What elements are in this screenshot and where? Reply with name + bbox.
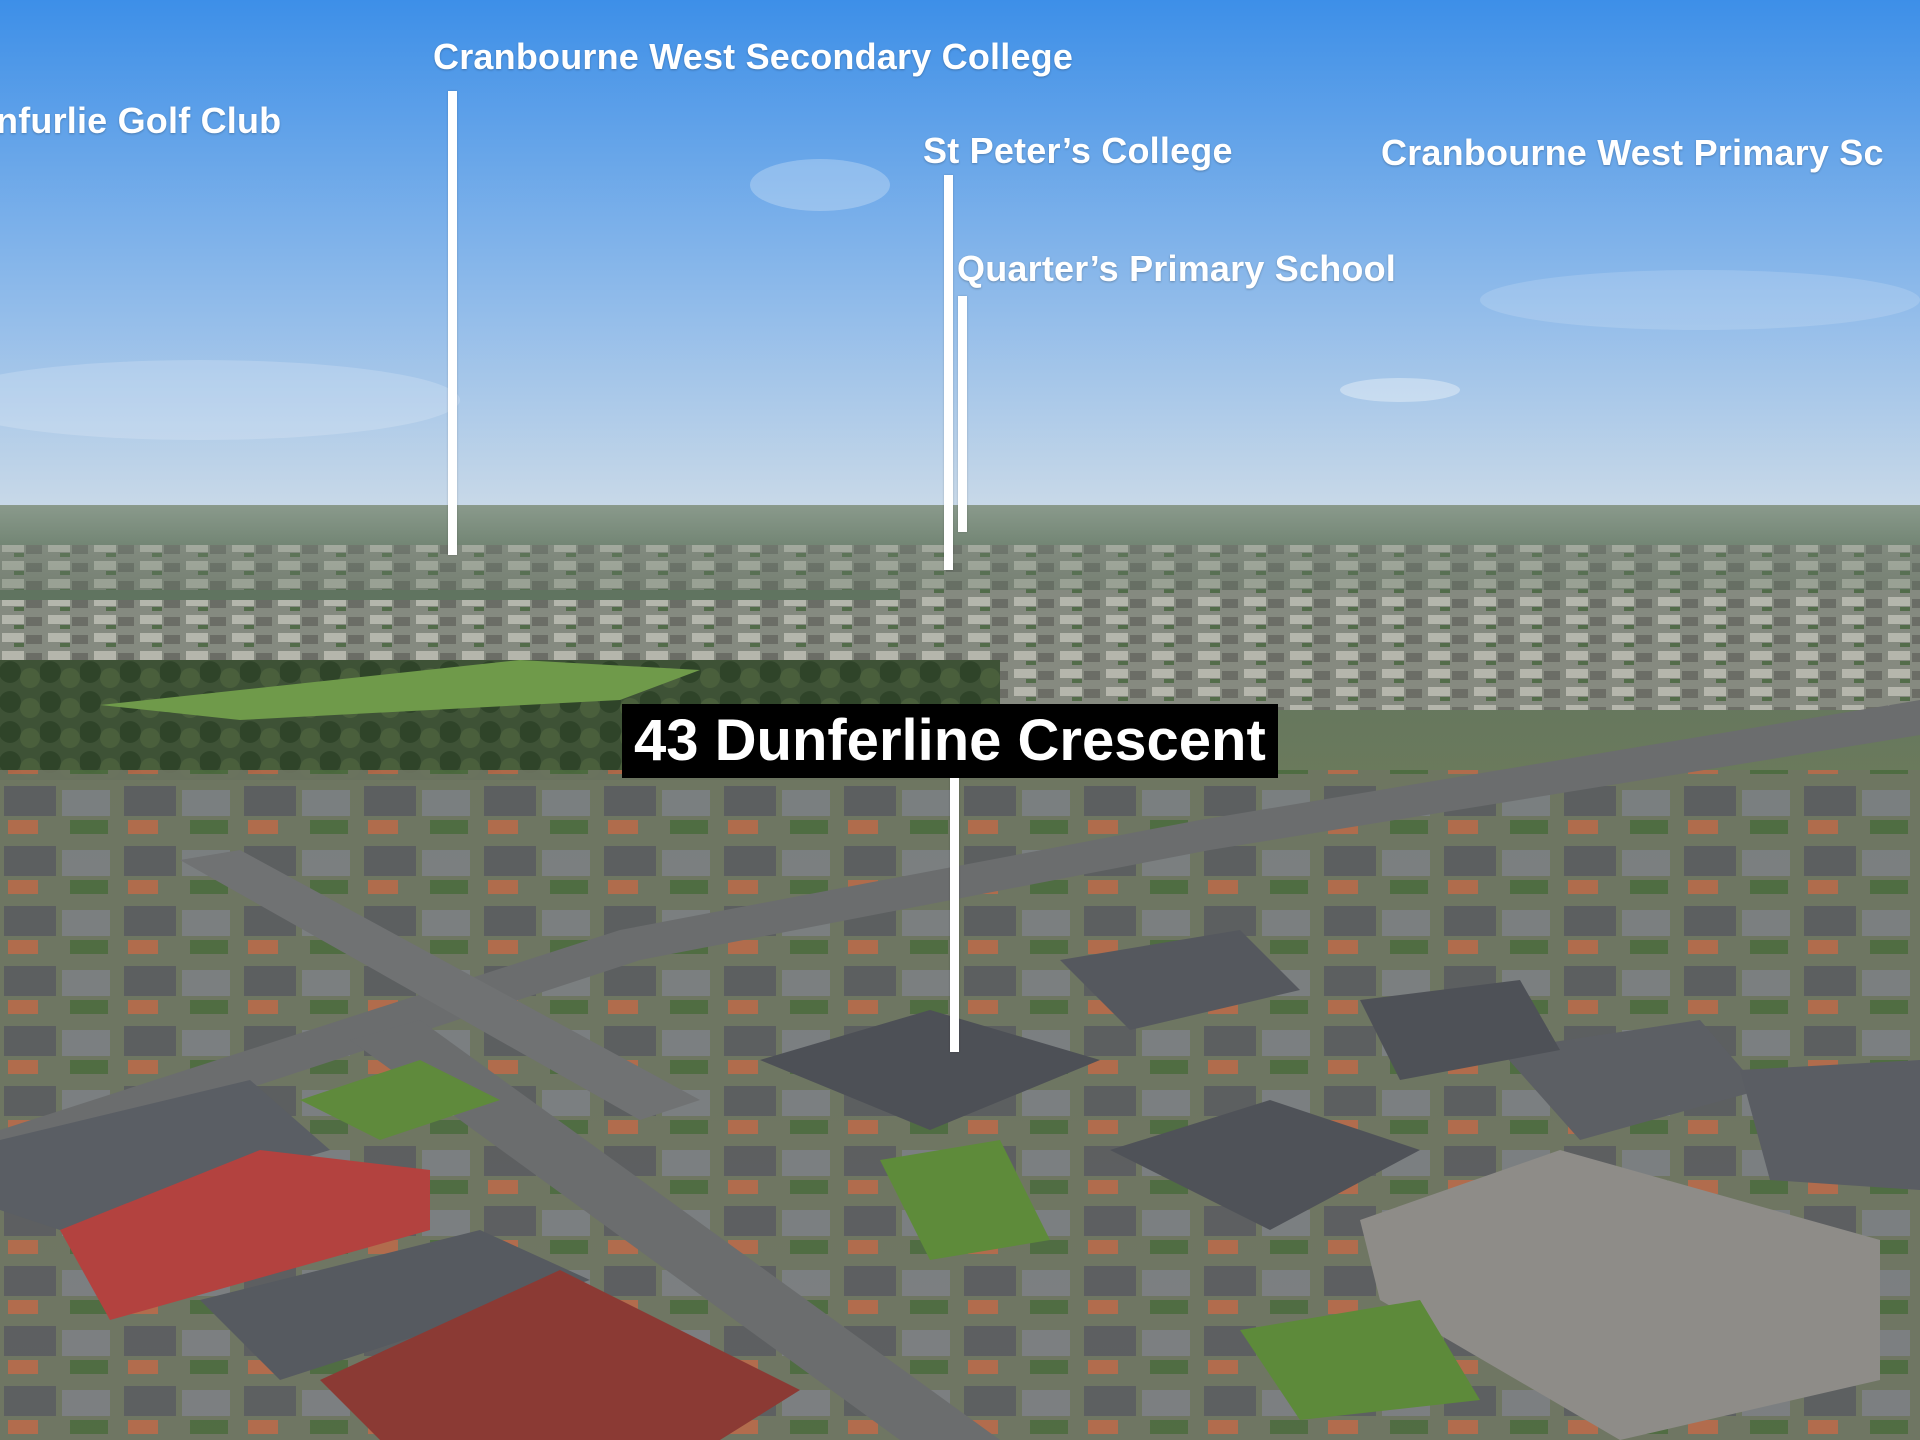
- poi-pointer-line-secondary-college: [448, 91, 457, 555]
- poi-label-st-peters-college: St Peter’s College: [923, 130, 1233, 171]
- poi-label-primary-school: Quarter’s Primary School: [957, 248, 1396, 289]
- poi-pointer-line-primary-school: [958, 296, 967, 532]
- property-address-label: 43 Dunferline Crescent: [622, 704, 1278, 778]
- poi-label-secondary-college: Cranbourne West Secondary College: [433, 36, 1074, 77]
- property-pointer-line: [950, 778, 959, 1052]
- poi-label-west-primary-school: Cranbourne West Primary Sc: [1381, 132, 1884, 173]
- poi-pointer-line-st-peters-college: [944, 175, 953, 570]
- poi-label-golf-club: nfurlie Golf Club: [0, 100, 282, 141]
